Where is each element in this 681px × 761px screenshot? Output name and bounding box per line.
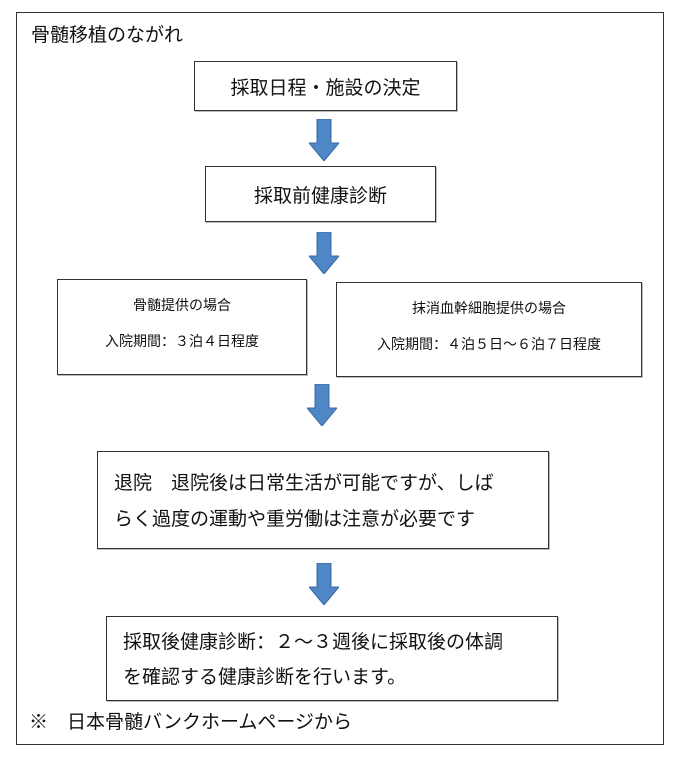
step-pre-checkup: 採取前健康診断 (205, 166, 436, 222)
step-schedule-decision: 採取日程・施設の決定 (194, 61, 457, 111)
step-post-checkup-line1: 採取後健康診断：２～３週後に採取後の体調 (123, 631, 504, 653)
step-discharge-line2: らく過度の運動や重労働は注意が必要です (114, 508, 476, 530)
down-arrow-icon (309, 563, 339, 605)
diagram-title: 骨髄移植のながれ (31, 24, 184, 46)
source-note: ※ 日本骨髄バンクホームページから (29, 711, 353, 733)
down-arrow-icon (309, 232, 339, 274)
branch-bone-marrow: 骨髄提供の場合 入院期間：３泊４日程度 (57, 279, 307, 375)
down-arrow-icon (309, 119, 339, 161)
diagram-frame (16, 12, 664, 745)
step-post-checkup: 採取後健康診断：２～３週後に採取後の体調 を確認する健康診断を行います。 (106, 616, 558, 701)
branch-peripheral-blood-duration: 入院期間：４泊５日～６泊７日程度 (377, 337, 601, 353)
branch-bone-marrow-duration: 入院期間：３泊４日程度 (105, 334, 259, 350)
branch-peripheral-blood: 抹消血幹細胞提供の場合 入院期間：４泊５日～６泊７日程度 (336, 282, 642, 377)
step-post-checkup-line2: を確認する健康診断を行います。 (123, 666, 407, 688)
step-discharge-line1: 退院 退院後は日常生活が可能ですが、しば (114, 472, 494, 494)
down-arrow-icon (307, 384, 337, 426)
step-discharge: 退院 退院後は日常生活が可能ですが、しば らく過度の運動や重労働は注意が必要です (97, 451, 549, 549)
step-schedule-label: 採取日程・施設の決定 (230, 76, 421, 99)
branch-bone-marrow-heading: 骨髄提供の場合 (133, 298, 231, 314)
step-pre-checkup-label: 採取前健康診断 (253, 184, 387, 207)
branch-peripheral-blood-heading: 抹消血幹細胞提供の場合 (412, 301, 566, 317)
